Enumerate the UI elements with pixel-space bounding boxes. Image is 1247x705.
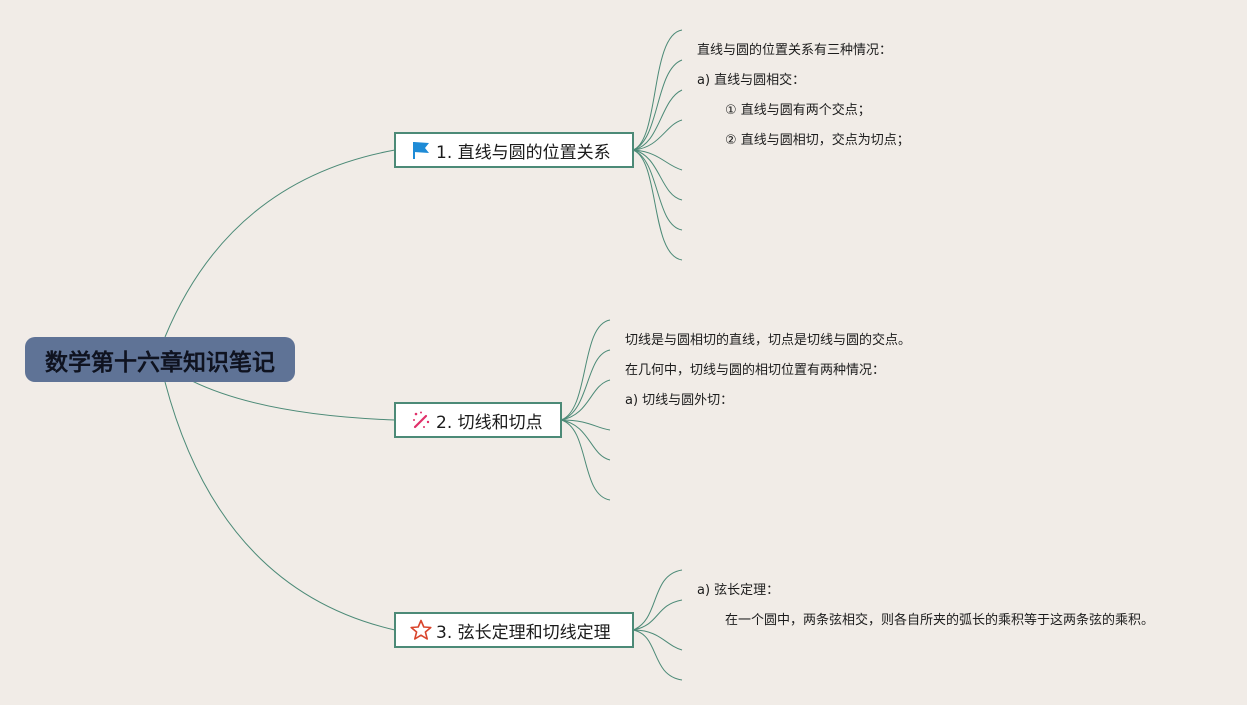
root-topic[interactable]: 数学第十六章知识笔记: [25, 337, 295, 382]
topic-label: 1. 直线与圆的位置关系: [436, 142, 611, 163]
link-root-topic-1: [164, 149, 396, 338]
topic-tangent-and-point[interactable]: 2. 切线和切点: [394, 402, 562, 438]
topic-label: 2. 切线和切点: [436, 412, 543, 433]
flag-icon: [410, 139, 432, 161]
note-item[interactable]: a) 弦长定理：: [697, 583, 780, 598]
star-icon: [410, 619, 432, 641]
root-title: 数学第十六章知识笔记: [45, 349, 275, 376]
note-item[interactable]: 切线是与圆相切的直线，切点是切线与圆的交点。: [625, 333, 912, 348]
note-item[interactable]: 在几何中，切线与圆的相切位置有两种情况：: [625, 363, 886, 378]
topic-line-circle-relation[interactable]: 1. 直线与圆的位置关系: [394, 132, 634, 168]
note-item[interactable]: 在一个圆中，两条弦相交，则各自所夹的弧长的乘积等于这两条弦的乘积。: [725, 613, 1155, 628]
magic-wand-icon: [410, 409, 432, 431]
topic-chord-tangent-theorem[interactable]: 3. 弦长定理和切线定理: [394, 612, 634, 648]
link-root-topic-3: [164, 381, 396, 631]
note-item[interactable]: ② 直线与圆相切，交点为切点；: [725, 133, 910, 148]
note-item[interactable]: 直线与圆的位置关系有三种情况：: [697, 43, 893, 58]
link-root-topic-2: [189, 379, 396, 421]
note-item[interactable]: a) 切线与圆外切：: [625, 393, 734, 408]
topic-label: 3. 弦长定理和切线定理: [436, 622, 611, 643]
fan-topic-2: [560, 319, 611, 501]
fan-topic-3: [632, 569, 683, 681]
fan-topic-1: [632, 29, 683, 261]
note-item[interactable]: ① 直线与圆有两个交点；: [725, 103, 871, 118]
note-item[interactable]: a) 直线与圆相交：: [697, 73, 806, 88]
